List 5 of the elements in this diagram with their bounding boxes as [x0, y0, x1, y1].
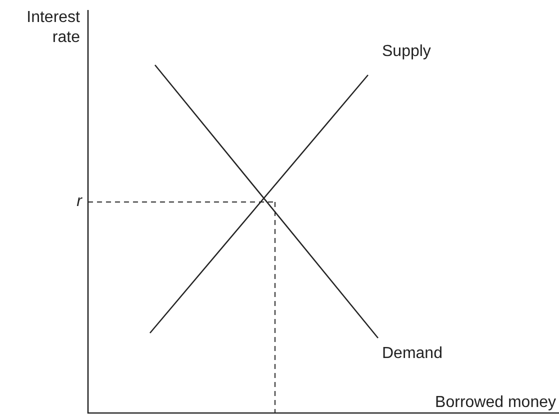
axis-value-label: r [76, 192, 82, 212]
curve-label: Supply [382, 42, 432, 62]
curve-label: Demand [382, 344, 444, 364]
axis-title: Borrowed money [434, 393, 556, 413]
axis-title: Interest rate [26, 8, 80, 48]
